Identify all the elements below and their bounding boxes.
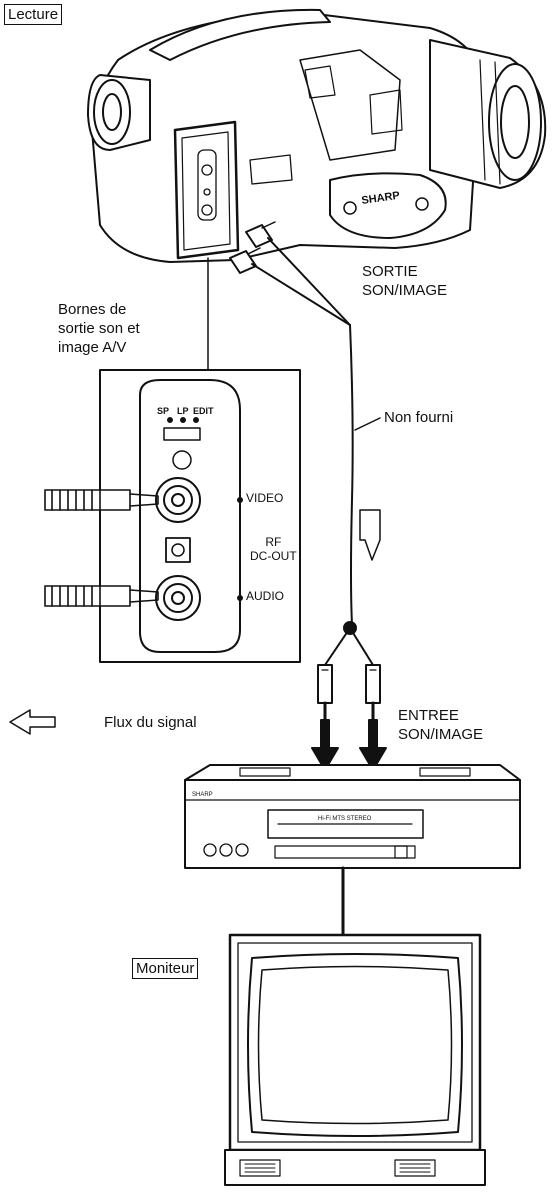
vcr-model: Hi-Fi MTS STEREO [318, 816, 372, 822]
label-bornes: Bornes de sortie son et image A/V [58, 300, 140, 357]
panel-sp: SP [157, 406, 169, 416]
signal-flow-arrow-icon [10, 710, 55, 734]
panel-rf-label: RF DC-OUT [250, 535, 297, 563]
label-lecture: Lecture [4, 4, 62, 25]
panel-lp: LP [177, 406, 189, 416]
monitor [225, 935, 485, 1185]
label-flux: Flux du signal [104, 713, 197, 732]
camcorder [88, 10, 545, 262]
input-arrows [312, 720, 386, 770]
vcr-brand: SHARP [192, 792, 213, 798]
signal-arrow-down [360, 510, 380, 560]
label-sortie: SORTIE SON/IMAGE [362, 262, 447, 300]
label-non-fourni: Non fourni [384, 408, 453, 427]
label-moniteur: Moniteur [132, 958, 198, 979]
label-entree: ENTREE SON/IMAGE [398, 706, 483, 744]
panel-video-label: VIDEO [246, 491, 283, 505]
panel-edit: EDIT [193, 406, 214, 416]
panel-audio-label: AUDIO [246, 589, 284, 603]
